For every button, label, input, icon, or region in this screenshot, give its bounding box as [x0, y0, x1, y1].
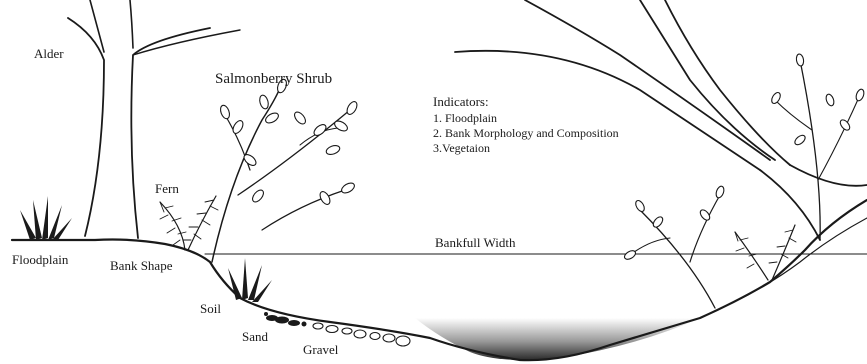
fern-label: Fern [155, 181, 179, 196]
indicator-item-3: 3.Vegetaion [433, 141, 490, 155]
bankfull-width-label: Bankfull Width [435, 235, 516, 250]
salmonberry-shrub-label: Salmonberry Shrub [215, 71, 332, 87]
channel-water [415, 318, 700, 360]
right-bank-inner-line [700, 218, 867, 318]
indicator-item-1: 1. Floodplain [433, 111, 497, 125]
sand-label: Sand [242, 329, 269, 344]
bank-grass-tuft [228, 258, 272, 302]
floodplain-label: Floodplain [12, 252, 69, 267]
bank-shape-label: Bank Shape [110, 258, 173, 273]
indicators-heading: Indicators: [433, 94, 489, 109]
indicator-item-2: 2. Bank Morphology and Composition [433, 126, 619, 140]
gravel-label: Gravel [303, 342, 339, 357]
right-tree-illustration [455, 0, 867, 240]
alder-tree-illustration [68, 0, 240, 238]
floodplain-grass-tuft [20, 196, 72, 240]
ground-profile-line [12, 200, 867, 360]
indicators-legend: Indicators: 1. Floodplain 2. Bank Morpho… [433, 94, 619, 155]
alder-label: Alder [34, 46, 64, 61]
right-shrub-illustration [623, 53, 865, 308]
fern-left-illustration [160, 196, 218, 250]
salmonberry-shrub-illustration [212, 78, 359, 262]
soil-label: Soil [200, 301, 221, 316]
